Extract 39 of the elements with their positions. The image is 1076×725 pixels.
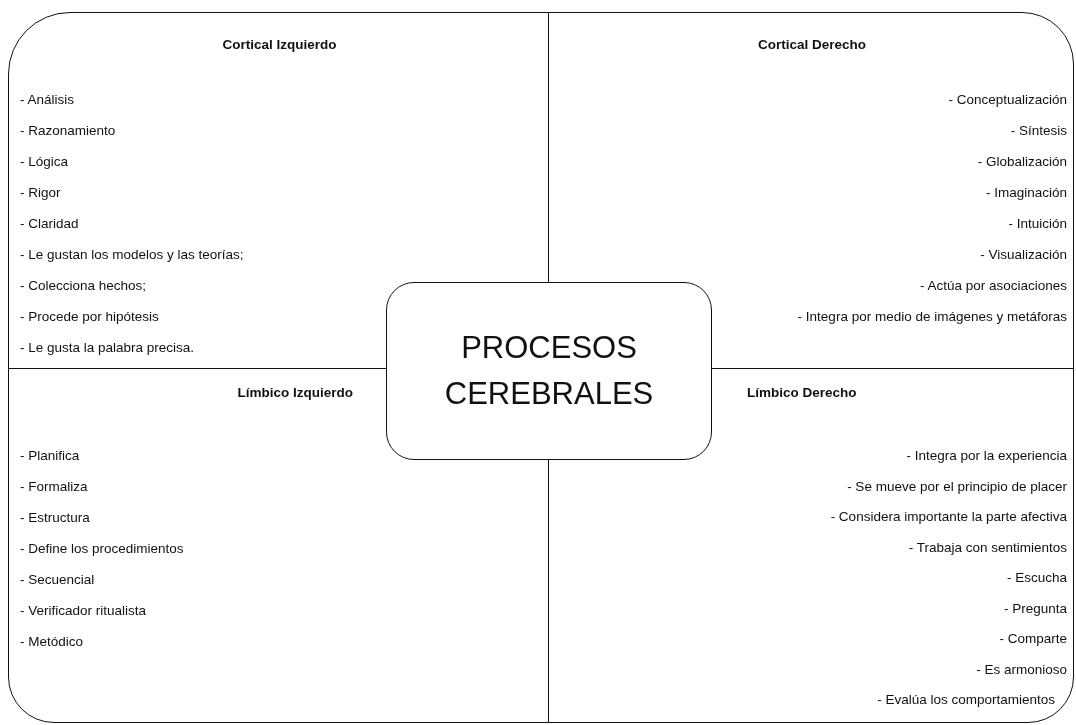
list-item-text: - Actúa por asociaciones — [919, 277, 1067, 295]
list-item-text: - Secuencial — [20, 571, 95, 589]
list-item-text: - Procede por hipótesis — [20, 308, 159, 326]
list-item-text: - Pregunta — [1003, 599, 1067, 618]
list-item-text: - Visualización — [980, 246, 1067, 264]
list-item-text: - Planifica — [20, 447, 80, 465]
list-item-text: - Considera importante la parte afectiva — [830, 508, 1067, 526]
list-item-text: - Lógica — [20, 153, 69, 171]
quadrant-heading: Límbico Izquierdo — [237, 385, 353, 400]
quadrant-heading: Cortical Izquierdo — [222, 37, 337, 52]
list-item-text: - Se mueve por el principio de placer — [847, 477, 1067, 496]
list-item-text: - Le gusta la palabra precisa. — [20, 339, 195, 357]
list-item-text: - Comparte — [999, 630, 1067, 648]
rounded-center-box — [386, 282, 712, 460]
quadrant-heading: Cortical Derecho — [757, 37, 866, 52]
list-item-text: - Escucha — [1006, 569, 1067, 587]
quadrant-heading: Límbico Derecho — [747, 385, 857, 400]
list-item-text: - Conceptualización — [948, 91, 1067, 109]
list-item-text: - Síntesis — [1010, 122, 1067, 140]
list-item-text: - Razonamiento — [20, 122, 116, 140]
list-item-text: - Es armonioso — [976, 660, 1067, 679]
list-item-text: - Metódico — [20, 633, 84, 651]
list-item-text: - Integra por la experiencia — [906, 447, 1067, 465]
list-item-text: - Colecciona hechos; — [20, 277, 147, 295]
list-item-text: - Análisis — [20, 91, 75, 109]
list-item-text: - Globalización — [977, 153, 1067, 171]
center-title: PROCESOS CEREBRALES — [443, 329, 655, 413]
list-item-text: - Estructura — [20, 509, 90, 527]
list-item-text: - Le gustan los modelos y las teorías; — [20, 246, 244, 264]
list-item-text: - Rigor — [20, 184, 61, 202]
list-item-text: - Evalúa los comportamientos — [877, 691, 1055, 709]
list-item-text: - Integra por medio de imágenes y metáforas — [797, 308, 1067, 326]
list-item-text: - Intuición — [1008, 215, 1067, 233]
list-item-text: - Define los procedimientos — [20, 540, 184, 558]
list-item-text: - Formaliza — [20, 478, 88, 496]
list-item-text: - Imaginación — [985, 184, 1067, 202]
list-item-text: - Trabaja con sentimientos — [908, 538, 1067, 557]
list-item-text: - Claridad — [20, 215, 79, 233]
list-item-text: - Verificador ritualista — [20, 602, 147, 620]
